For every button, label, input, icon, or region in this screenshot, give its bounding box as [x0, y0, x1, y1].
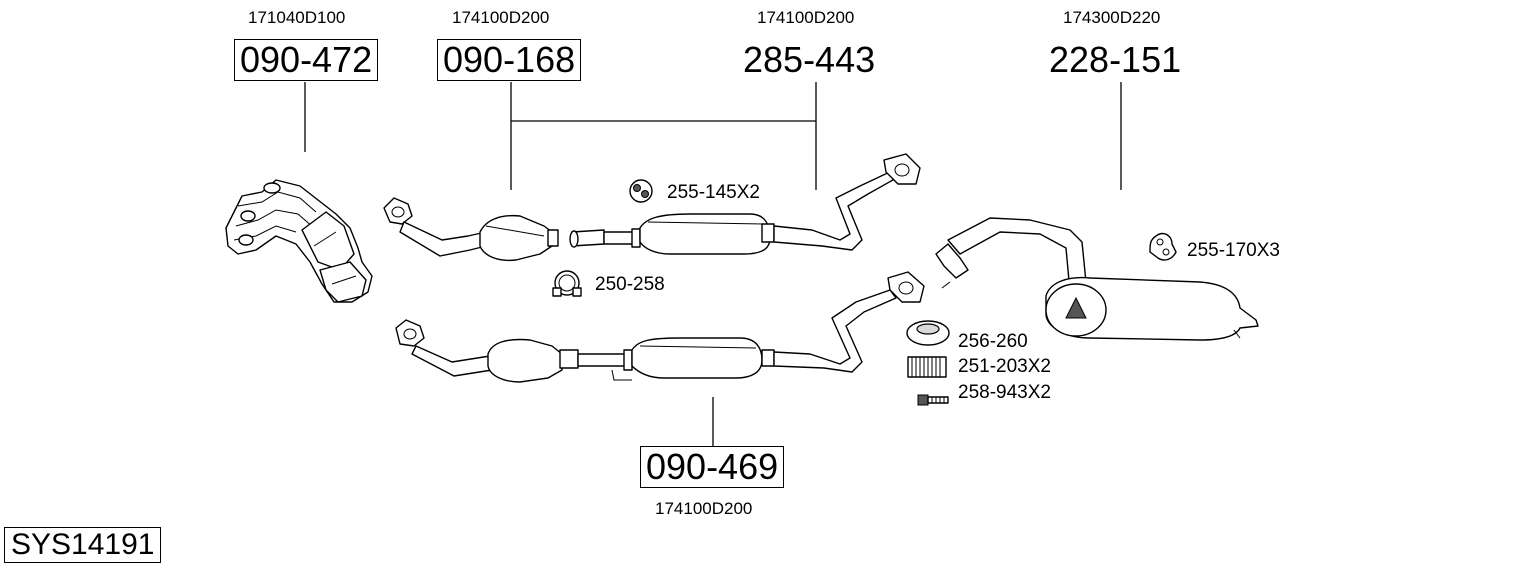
- part-number-front-cat[interactable]: 090-168: [437, 39, 582, 81]
- spring-icon: [907, 356, 947, 378]
- catalyst-assembly-drawing: [395, 271, 925, 383]
- leader-lines: [304, 82, 1122, 446]
- rear-silencer-drawing: [935, 217, 1259, 341]
- system-id: SYS14191: [4, 527, 162, 563]
- hanger-icon: [1149, 232, 1177, 261]
- accessory-label-spring[interactable]: 251-203X2: [958, 356, 1051, 377]
- rubber-mount-icon: [629, 179, 653, 203]
- manifold-catalyst-drawing: [225, 179, 373, 303]
- part-number-center-pipe[interactable]: 285-443: [743, 39, 876, 80]
- accessory-label-rubber-mount-1[interactable]: 255-145X2: [667, 182, 760, 203]
- oe-number-center-pipe: 174100D200: [757, 8, 855, 27]
- clamp-icon: [552, 270, 582, 297]
- oe-number-front-cat: 174100D200: [452, 8, 550, 27]
- accessory-label-bolt[interactable]: 258-943X2: [958, 382, 1051, 403]
- center-pipe-drawing: [569, 153, 921, 255]
- oe-number-cat-assembly: 174100D200: [655, 499, 753, 518]
- part-number-rear-silencer[interactable]: 228-151: [1049, 39, 1182, 80]
- oe-number-rear-silencer: 174300D220: [1063, 8, 1161, 27]
- front-catalyst-drawing: [383, 197, 559, 262]
- accessory-label-gasket[interactable]: 256-260: [958, 331, 1028, 352]
- part-number-manifold-cat[interactable]: 090-472: [234, 39, 379, 81]
- bolt-icon: [917, 394, 949, 406]
- part-number-cat-assembly[interactable]: 090-469: [640, 446, 785, 488]
- gasket-ring-icon: [906, 320, 950, 346]
- accessory-label-rubber-mount-2[interactable]: 255-170X3: [1187, 240, 1280, 261]
- accessory-label-clamp[interactable]: 250-258: [595, 274, 665, 295]
- oe-number-manifold-cat: 171040D100: [248, 8, 346, 27]
